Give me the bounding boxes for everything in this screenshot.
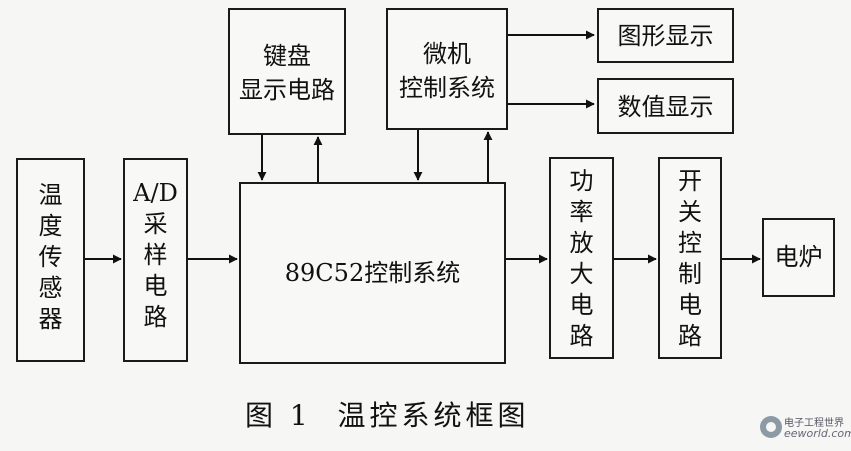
micro-control-label: 微机 控制系统 [399,40,495,102]
watermark-url: eeworld.com.cn [784,427,851,440]
furnace-block: 电炉 [762,218,835,297]
switch-control-label: 开 关 控 制 电 路 [678,167,702,350]
switch-control-block: 开 关 控 制 电 路 [658,157,722,359]
value-display-block: 数值显示 [597,78,734,134]
furnace-label: 电炉 [774,243,823,271]
ad-sampling-block: A/D 采 样 电 路 [123,158,188,362]
temp-sensor-label: 温 度 传 感 器 [38,181,63,333]
power-amp-label: 功 率 放 大 电 路 [569,167,594,350]
watermark: 电子工程世界 eeworld.com.cn [760,414,851,446]
watermark-logo-icon [760,416,782,438]
keyboard-display-block: 键盘 显示电路 [228,8,346,135]
value-display-label: 数值显示 [617,93,714,121]
keyboard-display-label: 键盘 显示电路 [239,42,335,104]
figure-caption: 图 1 温控系统框图 [245,399,530,432]
power-amp-block: 功 率 放 大 电 路 [549,157,614,359]
temp-sensor-block: 温 度 传 感 器 [16,158,85,362]
watermark-title: 电子工程世界 [784,418,844,429]
graph-display-block: 图形显示 [597,8,734,63]
graph-display-label: 图形显示 [617,22,714,50]
controller-label: 89C52控制系统 [284,259,461,287]
micro-control-block: 微机 控制系统 [386,8,508,130]
controller-block: 89C52控制系统 [239,182,506,364]
ad-sampling-label: A/D 采 样 电 路 [133,179,178,331]
